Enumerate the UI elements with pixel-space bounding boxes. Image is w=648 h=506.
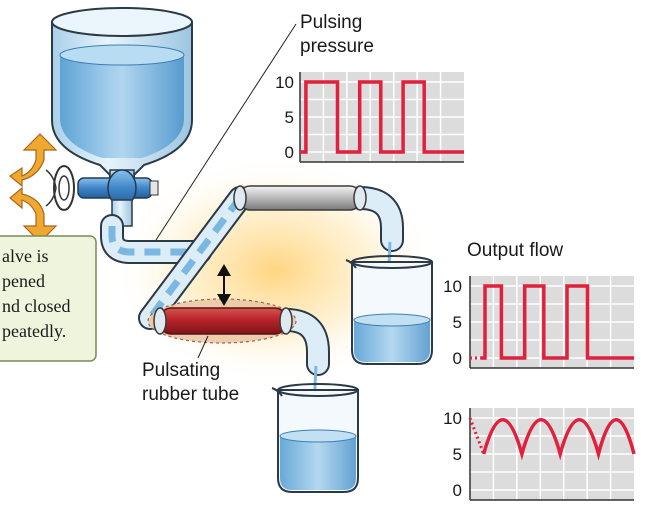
valve-text-line3: nd closed [2, 296, 70, 316]
y-tick-label: 5 [453, 313, 462, 332]
y-tick-label: 0 [453, 481, 462, 500]
valve-text-line1: alve is [2, 246, 49, 266]
rubber-tube-label-line1: Pulsating [142, 360, 220, 381]
pulsating-rubber-tube [147, 264, 297, 344]
y-tick-label: 5 [453, 445, 462, 464]
chart-pulsing-pressure: 10 5 0 [275, 72, 464, 163]
rigid-tube [233, 185, 367, 211]
pulsing-pressure-label-line1: Pulsing [300, 12, 362, 33]
beaker-elastic-output [271, 383, 359, 493]
valve-text-line2: pened [2, 271, 45, 291]
y-tick-label: 10 [275, 73, 294, 92]
y-tick-label: 10 [443, 277, 462, 296]
pulsing-pressure-pointer [155, 23, 297, 241]
rubber-tube-pointer [197, 335, 209, 359]
y-tick-label: 0 [285, 143, 294, 162]
rubber-tube-label-line2: rubber tube [142, 384, 239, 405]
valve-text-line4: peatedly. [2, 321, 66, 341]
reservoir-funnel [51, 7, 193, 187]
series-line [300, 80, 464, 154]
y-tick-label: 0 [453, 349, 462, 368]
series-lead-in [468, 417, 486, 455]
valve-callout: alve is pened nd closed peatedly. [0, 235, 97, 362]
y-tick-label: 5 [285, 108, 294, 127]
beaker-rigid-output [345, 255, 433, 365]
series-line [482, 418, 636, 461]
pulsing-pressure-label-line2: pressure [300, 36, 374, 57]
chart-output-flow-elastic: 10 5 0 [443, 408, 636, 501]
chart-output-flow-rigid: 10 5 0 [443, 276, 634, 369]
rotation-arrows [8, 133, 58, 243]
output-flow-label: Output flow [467, 240, 563, 261]
y-tick-label: 10 [443, 409, 462, 428]
series-line [480, 284, 634, 360]
